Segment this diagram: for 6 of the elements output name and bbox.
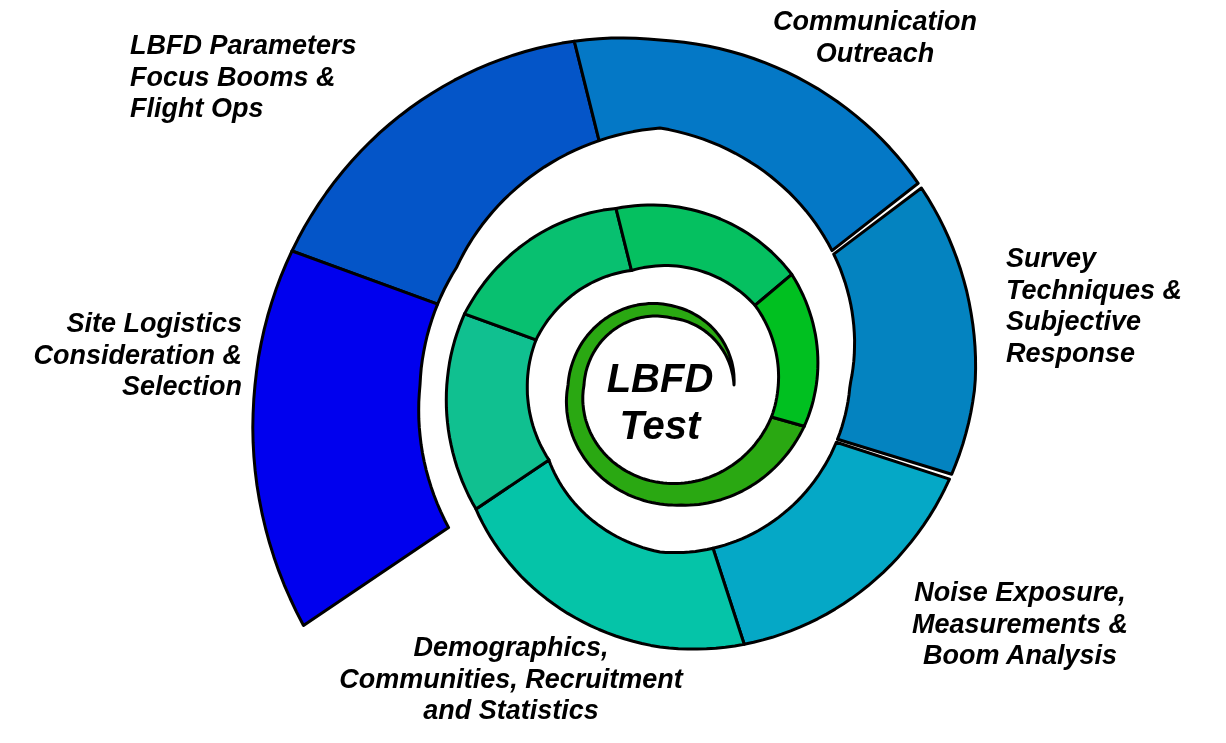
segment-label: Noise Exposure, Measurements & Boom Analysis <box>870 577 1170 672</box>
segment-label: Site Logistics Consideration & Selection <box>30 308 242 403</box>
segment-label: Demographics, Communities, Recruitment and Statistics <box>325 632 697 727</box>
segment-label: LBFD Parameters Focus Booms & Flight Ops <box>130 30 380 125</box>
segment-label: Communication Outreach <box>745 6 1005 70</box>
segment-label: Survey Techniques & Subjective Response <box>1006 243 1221 370</box>
